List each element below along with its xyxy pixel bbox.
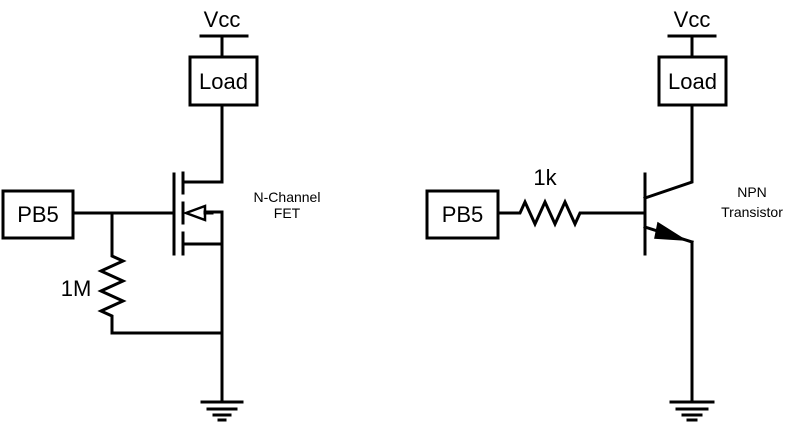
npn-transistor	[643, 172, 694, 404]
left-ground-symbol	[200, 400, 244, 422]
pulldown-resistor: 1M	[61, 211, 224, 335]
fet-body-arrow	[182, 204, 207, 222]
right-vcc-supply: Vcc	[667, 7, 717, 59]
base-resistor: 1k	[496, 165, 647, 228]
left-circuit: Vcc Load N-Channel FET PB5	[1, 7, 321, 422]
fet-label-line2: FET	[274, 205, 301, 221]
npn-collector-wire	[643, 103, 694, 200]
right-load-box	[657, 55, 728, 107]
right-load: Load	[657, 55, 728, 107]
right-pb5-box	[425, 189, 500, 240]
left-load-box	[188, 55, 259, 107]
base-resistor-zigzag	[496, 198, 647, 228]
left-drain-wire	[181, 103, 224, 184]
right-load-label: Load	[668, 69, 717, 94]
pulldown-resistor-label: 1M	[61, 276, 92, 301]
left-load-label: Load	[199, 69, 248, 94]
fet-label-line1: N-Channel	[254, 189, 321, 205]
left-pb5-box	[1, 189, 75, 240]
right-ground-symbol	[669, 400, 715, 422]
pulldown-resistor-zigzag	[97, 211, 224, 335]
base-resistor-label: 1k	[533, 165, 557, 190]
npn-emitter-arrow	[654, 221, 686, 241]
right-vcc-label: Vcc	[674, 7, 711, 32]
left-input: PB5	[1, 189, 75, 240]
nmos-fet	[172, 171, 224, 404]
right-input: PB5	[425, 189, 500, 240]
left-load: Load	[188, 55, 259, 107]
right-pb5-label: PB5	[442, 202, 484, 227]
npn-label-line1: NPN	[737, 184, 767, 200]
left-pb5-label: PB5	[17, 202, 59, 227]
left-vcc-supply: Vcc	[199, 7, 249, 59]
fet-body-source-wire	[203, 210, 224, 404]
left-vcc-label: Vcc	[204, 7, 241, 32]
right-circuit: Vcc Load NPN Transistor PB5 1k	[425, 7, 783, 422]
npn-label-line2: Transistor	[721, 204, 783, 220]
